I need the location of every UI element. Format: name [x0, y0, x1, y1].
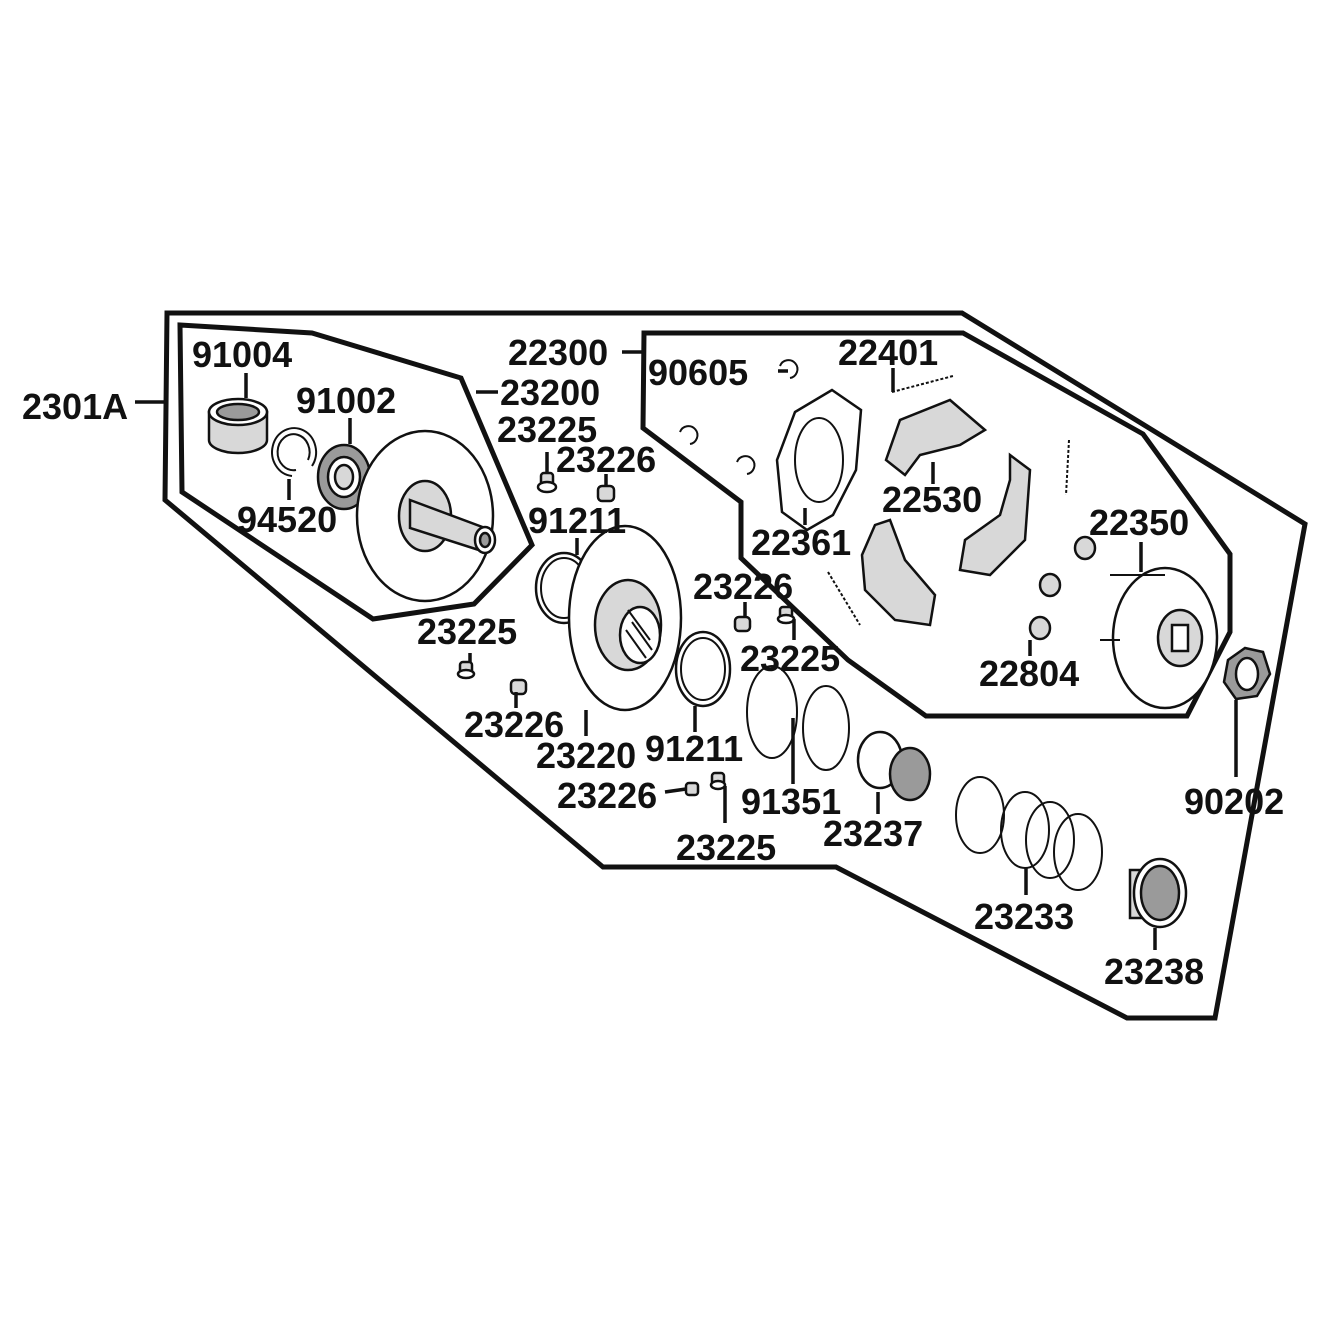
part-23225-pin-a — [536, 471, 558, 494]
label-2301A: 2301A — [22, 386, 128, 427]
part-91004-bushing — [207, 397, 269, 455]
part-90605-eclips — [679, 359, 799, 475]
label-22361: 22361 — [751, 522, 851, 563]
part-94520-circlip — [271, 427, 318, 477]
part-23200-sheave — [355, 429, 497, 603]
label-91002: 91002 — [296, 380, 396, 421]
part-23220-sheave — [567, 524, 683, 712]
part-23233-spring — [955, 776, 1103, 891]
part-22350-plate — [1100, 566, 1219, 710]
part-91002-bearing — [316, 443, 372, 511]
label-23226-b: 23226 — [693, 566, 793, 607]
part-23237-collar — [856, 730, 932, 802]
part-22361-plate — [775, 388, 863, 532]
part-23226-slider-a — [596, 484, 616, 503]
group-boundary-22300 — [640, 330, 1233, 719]
label-23238: 23238 — [1104, 951, 1204, 992]
part-23238-sleeve — [1128, 857, 1188, 929]
label-91004: 91004 — [192, 334, 292, 375]
label-23226-a: 23226 — [556, 439, 656, 480]
assembly-boundary-2301A — [162, 310, 1308, 1021]
part-23225-pin-c — [456, 660, 476, 680]
label-91211-a: 91211 — [528, 500, 626, 541]
part-91211-oring-b — [674, 630, 732, 708]
label-23200: 23200 — [500, 372, 600, 413]
label-94520: 94520 — [237, 499, 337, 540]
label-23237: 23237 — [823, 813, 923, 854]
label-23225-d: 23225 — [676, 827, 776, 868]
label-91211-b: 91211 — [645, 728, 743, 769]
part-23226-slider-c — [509, 678, 528, 696]
part-23226-slider-b — [733, 615, 752, 633]
part-23225-pin-b — [776, 605, 796, 625]
leader-lines — [135, 350, 1238, 950]
label-23226-d: 23226 — [557, 775, 657, 816]
label-22350: 22350 — [1089, 502, 1189, 543]
label-22401: 22401 — [838, 332, 938, 373]
label-91351: 91351 — [741, 781, 841, 822]
label-23226-c: 23226 — [464, 704, 564, 745]
part-91351-orings — [746, 665, 850, 771]
part-23225-pin-d — [709, 771, 727, 791]
label-90202: 90202 — [1184, 781, 1284, 822]
group-boundary-23200 — [177, 322, 535, 622]
part-23226-slider-d — [684, 781, 700, 797]
label-23220: 23220 — [536, 735, 636, 776]
label-23225-a: 23225 — [497, 409, 597, 450]
part-22804-bushings — [1028, 535, 1097, 641]
label-22300: 22300 — [508, 332, 608, 373]
part-22401-springs — [827, 375, 1070, 626]
label-23225-c: 23225 — [417, 611, 517, 652]
label-23225-b: 23225 — [740, 638, 840, 679]
label-90605: 90605 — [648, 352, 748, 393]
part-22530-shoes — [860, 398, 1032, 627]
label-22530: 22530 — [882, 479, 982, 520]
part-90202-nut — [1222, 646, 1272, 701]
label-22804: 22804 — [979, 653, 1079, 694]
label-23233: 23233 — [974, 896, 1074, 937]
